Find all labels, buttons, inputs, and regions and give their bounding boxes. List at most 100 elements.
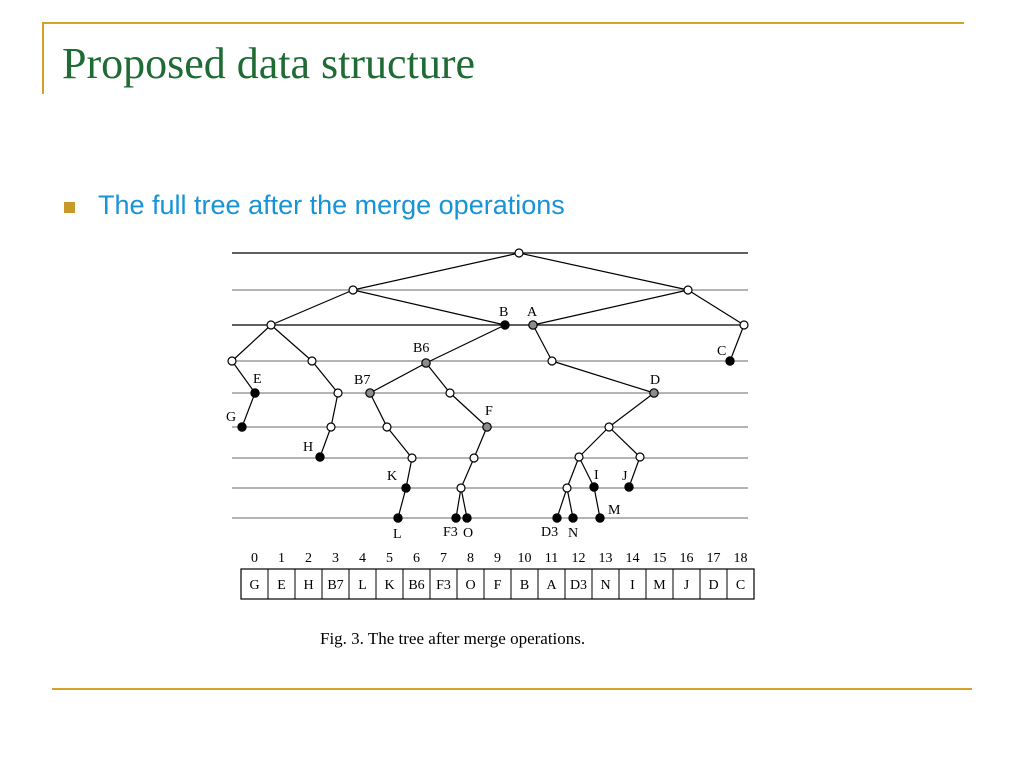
tree-edge	[231, 324, 272, 362]
array-index: 3	[332, 551, 339, 566]
tree-edge	[270, 289, 354, 326]
array-index: 9	[494, 551, 501, 566]
node-label-n: N	[568, 526, 578, 541]
tree-edge	[608, 392, 655, 428]
node-label-b7: B7	[354, 373, 370, 388]
node-labels: B A B6 C E B7 D F G H K I J M L F3 O D3 …	[226, 305, 726, 542]
array-cell: L	[358, 578, 367, 593]
tree-node	[547, 356, 557, 366]
tree-node-c	[725, 356, 735, 366]
tree-edge	[518, 252, 689, 291]
array-cell: G	[249, 578, 259, 593]
accent-top-rule	[42, 22, 964, 24]
tree-node	[307, 356, 317, 366]
array-cell: O	[465, 578, 475, 593]
array-cell: F	[494, 578, 502, 593]
tree-edge	[352, 252, 520, 291]
array-index: 17	[707, 551, 721, 566]
tree-edge	[578, 426, 610, 458]
array-index: 13	[599, 551, 613, 566]
array-indices: 0 1 2 3 4 5 6 7 8 9 10 11 12 13 14 15 16…	[251, 551, 748, 566]
node-label-j: J	[622, 469, 628, 484]
array-index: 1	[278, 551, 285, 566]
tree-node-b	[500, 320, 510, 330]
array-cell: A	[546, 578, 557, 593]
tree-edge	[241, 392, 256, 428]
tree-node-i	[589, 482, 599, 492]
array-cell: I	[630, 578, 635, 593]
accent-left-rule	[42, 22, 44, 94]
node-label-i: I	[594, 468, 599, 483]
tree-edge	[369, 392, 388, 428]
tree-node-b6	[421, 358, 431, 368]
array-index: 4	[359, 551, 366, 566]
tree-edge	[566, 456, 580, 489]
tree-node	[456, 483, 466, 493]
tree-edge	[405, 457, 413, 489]
array-cell: D	[708, 578, 718, 593]
node-label-f3: F3	[443, 525, 458, 540]
array-cell: B6	[408, 578, 424, 593]
node-label-d: D	[650, 373, 660, 388]
tree-node	[574, 452, 584, 462]
array-index: 12	[572, 551, 586, 566]
tree-node	[382, 422, 392, 432]
tree-node	[333, 388, 343, 398]
tree-edge	[455, 487, 462, 519]
array-cell: C	[736, 578, 745, 593]
tree-edge	[578, 456, 595, 488]
tree-edge	[532, 289, 689, 326]
node-label-b: B	[499, 305, 508, 320]
node-label-b6: B6	[413, 341, 429, 356]
tree-node-a	[528, 320, 538, 330]
tree-node	[266, 320, 276, 330]
figure-caption: Fig. 3. The tree after merge operations.	[320, 629, 585, 648]
tree-node-e	[250, 388, 260, 398]
array-index: 0	[251, 551, 258, 566]
tree-edge	[532, 324, 553, 362]
tree-edge	[449, 392, 488, 428]
tree-edge	[608, 426, 641, 458]
array-index: 16	[680, 551, 694, 566]
tree-node-f3	[451, 513, 461, 523]
array-cell: D3	[570, 578, 587, 593]
tree-edge	[352, 289, 506, 326]
tree-edges	[231, 252, 745, 519]
tree-node	[407, 453, 417, 463]
tree-node	[562, 483, 572, 493]
tree-node-d	[649, 388, 659, 398]
node-label-d3: D3	[541, 525, 558, 540]
tree-edge	[551, 360, 655, 394]
array-cell: K	[384, 578, 394, 593]
tree-edge	[460, 457, 475, 489]
tree-edge	[270, 324, 313, 362]
tree-node	[635, 452, 645, 462]
tree-node-g	[237, 422, 247, 432]
array-cell: F3	[436, 578, 451, 593]
tree-edge	[330, 392, 339, 428]
tree-edge	[311, 360, 339, 394]
array-index: 8	[467, 551, 474, 566]
tree-edge	[231, 360, 256, 394]
gray-nodes	[365, 320, 659, 432]
tree-node	[445, 388, 455, 398]
tree-edge	[628, 456, 641, 488]
array-index: 18	[734, 551, 748, 566]
tree-edge	[593, 486, 601, 519]
node-label-a: A	[527, 305, 538, 320]
array-index: 11	[545, 551, 558, 566]
tree-node-b7	[365, 388, 375, 398]
tree-edge	[729, 324, 745, 362]
tree-node	[683, 285, 693, 295]
tree-node-f	[482, 422, 492, 432]
array-cell: E	[277, 578, 286, 593]
tree-node	[326, 422, 336, 432]
array-index: 6	[413, 551, 420, 566]
array-table: G E H B7 L K B6 F3 O F B A D3 N I M J D …	[240, 568, 755, 600]
array-cell: M	[653, 578, 666, 593]
array-index: 14	[626, 551, 640, 566]
node-label-c: C	[717, 344, 726, 359]
tree-node-o	[462, 513, 472, 523]
array-index: 7	[440, 551, 447, 566]
